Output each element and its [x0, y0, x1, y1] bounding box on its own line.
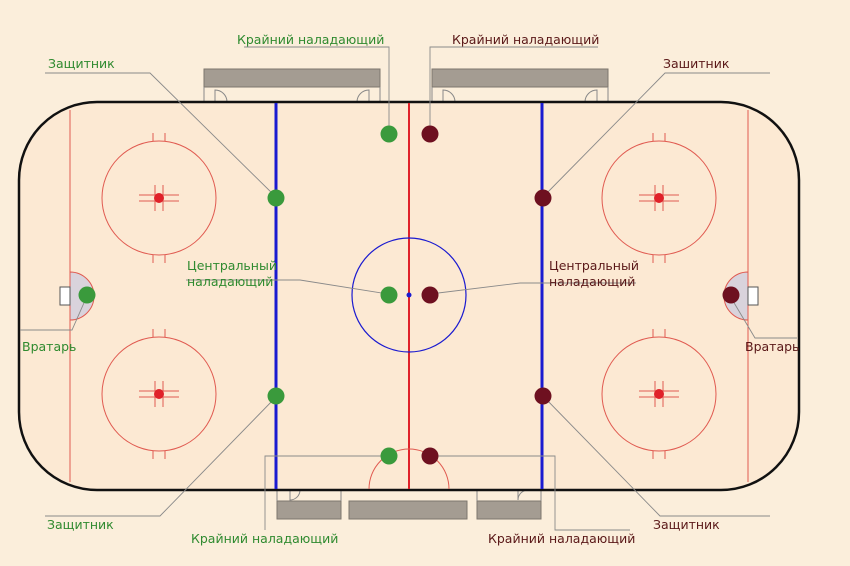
bottom-right-faceoff-dot	[654, 389, 664, 399]
away-left-wing-player	[421, 125, 439, 143]
bottom-left-faceoff-circle	[101, 336, 217, 452]
left-goal-net	[59, 286, 71, 306]
home-team	[78, 125, 398, 465]
away-defense-top-player	[534, 189, 552, 207]
label-goalie-right: Вратарь	[745, 339, 799, 354]
away-right-wing-player	[421, 447, 439, 465]
label-top-right-defense: Зашитник	[663, 56, 730, 71]
center-faceoff-dot	[406, 292, 412, 298]
bottom-timekeeper-box	[348, 500, 468, 520]
top-left-faceoff-hash-marks	[139, 133, 179, 263]
top-left-faceoff-circle	[101, 140, 217, 256]
label-center-left-line2: наладающий	[187, 274, 273, 289]
top-left-faceoff-dot	[154, 193, 164, 203]
top-right-faceoff-dot	[654, 193, 664, 203]
home-center-player	[380, 286, 398, 304]
home-left-wing-player	[380, 125, 398, 143]
top-right-faceoff-hash-marks	[639, 133, 679, 263]
referee-crease	[368, 448, 450, 490]
away-center-player	[421, 286, 439, 304]
label-bottom-right-defense: Защитник	[653, 517, 720, 532]
bottom-left-penalty-box	[276, 500, 342, 520]
top-right-bench	[431, 68, 609, 88]
top-right-faceoff-circle	[601, 140, 717, 256]
center-faceoff-circle	[351, 237, 467, 353]
label-center-right-line2: наладающий	[549, 274, 635, 289]
label-goalie-left: Вратарь	[22, 339, 76, 354]
away-goalie-player	[722, 286, 740, 304]
leader-lines	[20, 46, 797, 531]
bottom-left-faceoff-hash-marks	[139, 329, 179, 459]
label-top-left-wing: Крайний наладающий	[237, 32, 384, 47]
right-goal-net	[747, 286, 759, 306]
top-benches	[203, 68, 609, 103]
label-center-left-line1: Центральный	[187, 258, 277, 273]
label-bottom-left-wing: Крайний наладающий	[191, 531, 338, 546]
home-defense-top-player	[267, 189, 285, 207]
home-goalie-player	[78, 286, 96, 304]
away-team	[421, 125, 740, 465]
away-defense-bottom-player	[534, 387, 552, 405]
bottom-right-faceoff-circle	[601, 336, 717, 452]
top-left-bench	[203, 68, 381, 88]
label-bottom-left-defense: Защитник	[47, 517, 114, 532]
bottom-right-penalty-box	[476, 500, 542, 520]
label-bottom-right-wing: Крайний наладающий	[488, 531, 635, 546]
home-defense-bottom-player	[267, 387, 285, 405]
end-zone-faceoff-circles	[101, 133, 717, 459]
label-center-right-line1: Центральный	[549, 258, 639, 273]
label-top-left-defense: Защитник	[48, 56, 115, 71]
home-right-wing-player	[380, 447, 398, 465]
bottom-left-faceoff-dot	[154, 389, 164, 399]
bottom-right-faceoff-hash-marks	[639, 329, 679, 459]
label-top-right-wing: Крайний наладающий	[452, 32, 599, 47]
